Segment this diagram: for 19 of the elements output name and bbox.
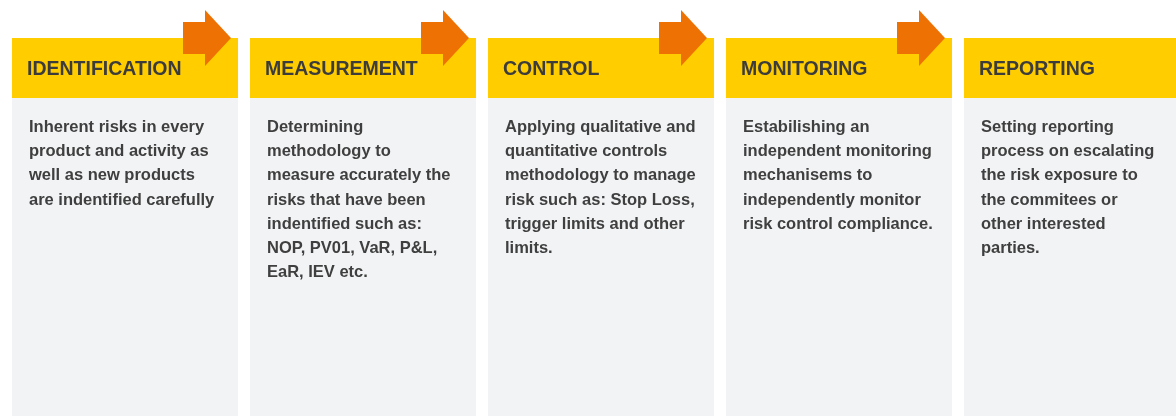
arrow [897, 10, 945, 66]
process-column [964, 38, 1176, 416]
arrow [659, 10, 707, 66]
process-column [12, 38, 238, 416]
step-heading: MEASUREMENT [265, 56, 418, 80]
arrow [183, 10, 231, 66]
step-heading: IDENTIFICATION [27, 56, 182, 80]
process-column [726, 38, 952, 416]
process-column [250, 38, 476, 416]
step-heading: REPORTING [979, 56, 1095, 80]
process-column [488, 38, 714, 416]
step-heading: MONITORING [741, 56, 868, 80]
step-heading: CONTROL [503, 56, 600, 80]
step-description: Applying qualitative and quantitative controls methodology to manage risk such as: Stop Loss, trigger limits and other limits. [505, 116, 697, 258]
step-description: Estabilishing an independent monitoring mechanisems to independently monitor risk control compliance. [743, 116, 934, 234]
step-description: Determining methodology to measure accurately the risks that have been indentified such as: NOP, PV01, VaR, P&L, EaR, IEV etc. [267, 116, 452, 283]
arrow [421, 10, 469, 66]
step-description: Setting reporting process on escalating the risk exposure to the commitees or other interested parties. [981, 116, 1156, 258]
step-description: Inherent risks in every product and activity as well as new products are indentified carefully [29, 116, 216, 210]
